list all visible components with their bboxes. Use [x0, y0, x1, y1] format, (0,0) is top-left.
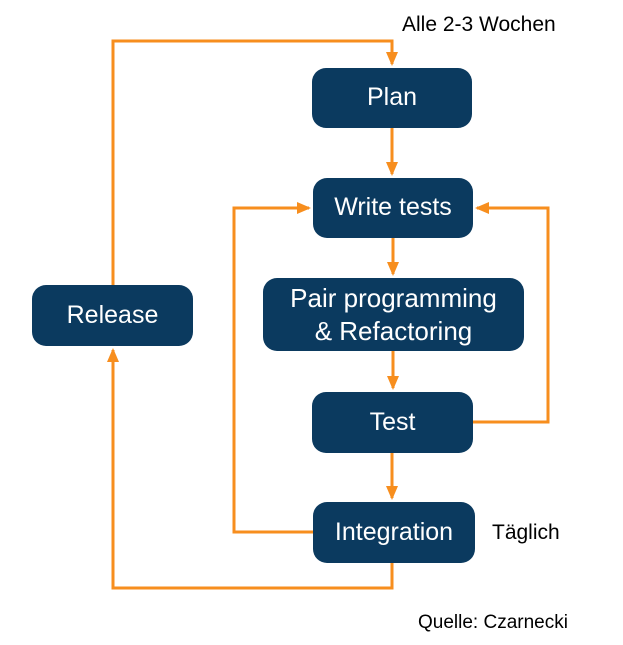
daily-label: Täglich: [492, 521, 560, 544]
node-plan: Plan: [312, 68, 472, 128]
node-release: Release: [32, 285, 193, 346]
node-pair-programming: Pair programming & Refactoring: [263, 278, 524, 351]
edge-release-to-plan: [111, 39, 398, 285]
edge-integration-to-write-tests: [232, 202, 313, 534]
node-test: Test: [312, 392, 473, 453]
cycle-duration-label: Alle 2-3 Wochen: [402, 13, 556, 36]
node-write-tests: Write tests: [313, 178, 473, 238]
node-integration: Integration: [313, 502, 475, 563]
source-label: Quelle: Czarnecki: [418, 612, 568, 633]
edge-integration-to-release: [107, 348, 394, 590]
edge-test-to-write-tests: [473, 202, 550, 424]
